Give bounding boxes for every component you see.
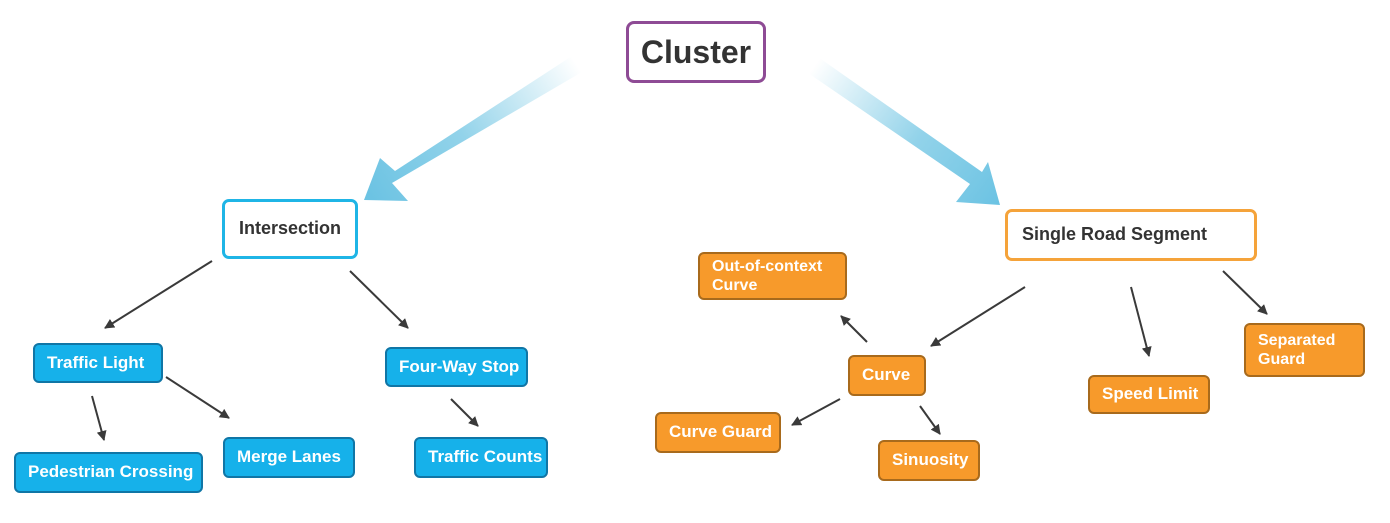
leaf-traffic-light: Traffic Light — [33, 343, 163, 383]
leaf-merge-lanes: Merge Lanes — [223, 437, 355, 478]
edge-curve-curve-guard — [791, 398, 841, 426]
leaf-out-of-context-curve: Out-of-context Curve — [698, 252, 847, 300]
category-intersection: Intersection — [222, 199, 358, 259]
edge-traffic-light-pedestrian — [91, 395, 107, 441]
leaf-curve-guard: Curve Guard — [655, 412, 781, 453]
edge-curve-sinuosity — [919, 405, 941, 435]
edge-intersection-traffic-light — [104, 260, 213, 329]
leaf-speed-limit: Speed Limit — [1088, 375, 1210, 414]
leaf-separated-guard: Separated Guard — [1244, 323, 1365, 377]
leaf-four-way-stop: Four-Way Stop — [385, 347, 528, 387]
edge-segment-curve — [930, 286, 1026, 347]
edge-curve-out-of-context — [840, 315, 868, 343]
leaf-curve: Curve — [848, 355, 926, 396]
leaf-pedestrian-crossing: Pedestrian Crossing — [14, 452, 203, 493]
big-arrow-right — [808, 57, 1000, 205]
edge-segment-separated-guard — [1222, 270, 1268, 315]
leaf-traffic-counts: Traffic Counts — [414, 437, 548, 478]
big-arrow-left — [364, 56, 582, 201]
category-single-road-segment: Single Road Segment — [1005, 209, 1257, 261]
root-node-cluster: Cluster — [626, 21, 766, 83]
edge-traffic-light-merge — [165, 376, 230, 419]
edge-four-way-traffic-counts — [450, 398, 479, 427]
edge-segment-speed-limit — [1130, 286, 1152, 357]
edge-intersection-four-way-stop — [349, 270, 409, 329]
leaf-sinuosity: Sinuosity — [878, 440, 980, 481]
